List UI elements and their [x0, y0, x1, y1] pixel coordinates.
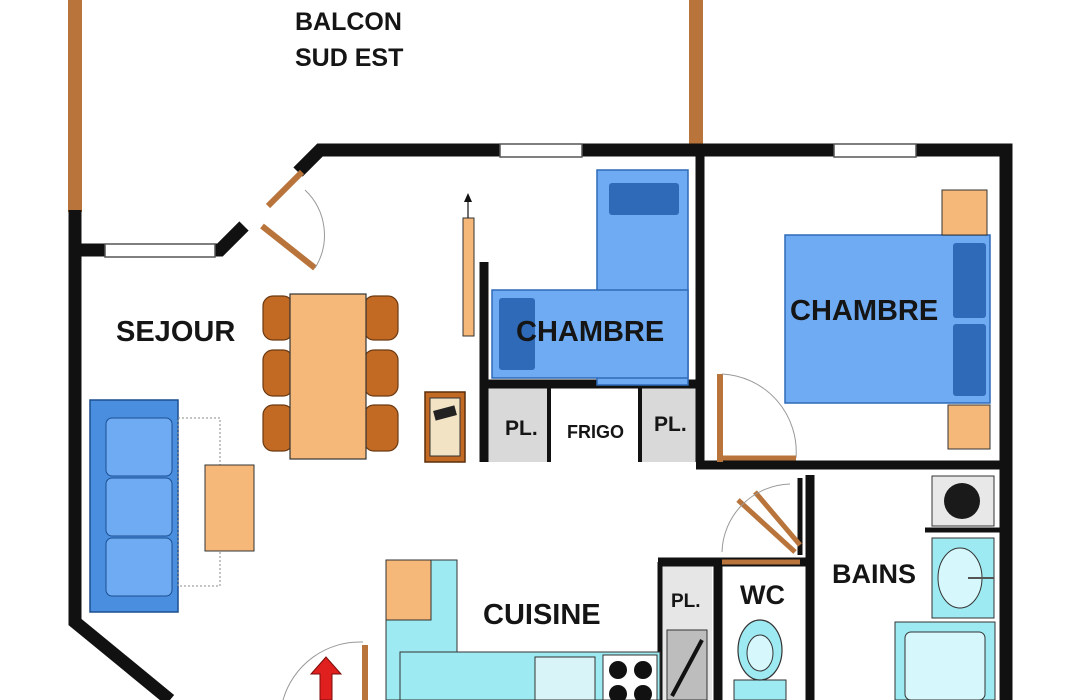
- toilet-tank: [733, 679, 787, 700]
- sofa-cushion-2: [105, 477, 173, 537]
- chair-left-3: [262, 404, 294, 452]
- coffee-table: [204, 464, 255, 552]
- closet-3-diagonal: [670, 639, 704, 697]
- wc-door-leaf: [736, 498, 797, 554]
- label-chambre-1: CHAMBRE: [516, 316, 665, 348]
- balcony-door-leaf: [260, 223, 317, 271]
- label-placard-2: PL.: [654, 413, 687, 436]
- chambre2-door-swing: [721, 373, 797, 459]
- balcony-rail-left: [68, 0, 82, 212]
- washing-machine-drum: [944, 483, 980, 519]
- chair-right-2: [363, 349, 399, 397]
- window-sejour: [104, 243, 216, 258]
- sofa-cushion-3: [105, 537, 173, 597]
- burner-2: [634, 661, 652, 679]
- tv-icon: [429, 397, 461, 457]
- sofa-cushion-1: [105, 417, 173, 477]
- chair-right-3: [363, 404, 399, 452]
- wardrobe-arrow-head: [464, 193, 472, 202]
- tv-screen: [433, 405, 457, 421]
- toilet-seat: [746, 634, 774, 672]
- chair-right-1: [363, 295, 399, 341]
- label-sejour: SEJOUR: [116, 316, 236, 348]
- closet-fill-2: [640, 388, 696, 462]
- closet-fill-1: [487, 388, 549, 462]
- label-chambre-2: CHAMBRE: [790, 295, 939, 327]
- pillow-chambre2-top: [953, 243, 986, 318]
- window-chambre-1: [499, 143, 583, 158]
- burner-3: [609, 685, 627, 700]
- chair-left-1: [262, 295, 294, 341]
- label-balcon: BALCON SUD EST: [295, 8, 404, 72]
- label-cuisine: CUISINE: [483, 599, 601, 631]
- balcony-door-leaf-2: [265, 169, 305, 209]
- red-up-arrow-icon: [309, 656, 343, 700]
- kitchen-side-panel: [385, 559, 432, 621]
- exterior-wall-left: [68, 210, 175, 700]
- bathtub-basin: [904, 631, 986, 700]
- burner-4: [634, 685, 652, 700]
- window-chambre-2: [833, 143, 917, 158]
- label-wc: WC: [740, 580, 785, 610]
- wardrobe-panel: [462, 217, 475, 337]
- pillow-chambre2-bottom: [953, 324, 986, 396]
- pillow-chambre1-left: [499, 298, 535, 370]
- label-frigo: FRIGO: [567, 422, 624, 442]
- label-bains: BAINS: [832, 559, 917, 589]
- dining-table: [289, 293, 367, 460]
- balcony-door-swing: [304, 189, 325, 269]
- chair-left-2: [262, 349, 294, 397]
- entrance-door-swing: [282, 641, 364, 700]
- wc-door-leaf-2: [753, 490, 802, 547]
- label-placard-3: PL.: [671, 591, 701, 612]
- pillow-chambre1-top: [609, 183, 679, 215]
- balcony-rail-right: [689, 0, 703, 146]
- label-placard-1: PL.: [505, 417, 538, 440]
- nightstand-top: [941, 189, 988, 236]
- nightstand-bottom: [947, 404, 991, 450]
- burner-1: [609, 661, 627, 679]
- wc-door-swing: [721, 483, 791, 553]
- kitchen-sink: [534, 656, 596, 700]
